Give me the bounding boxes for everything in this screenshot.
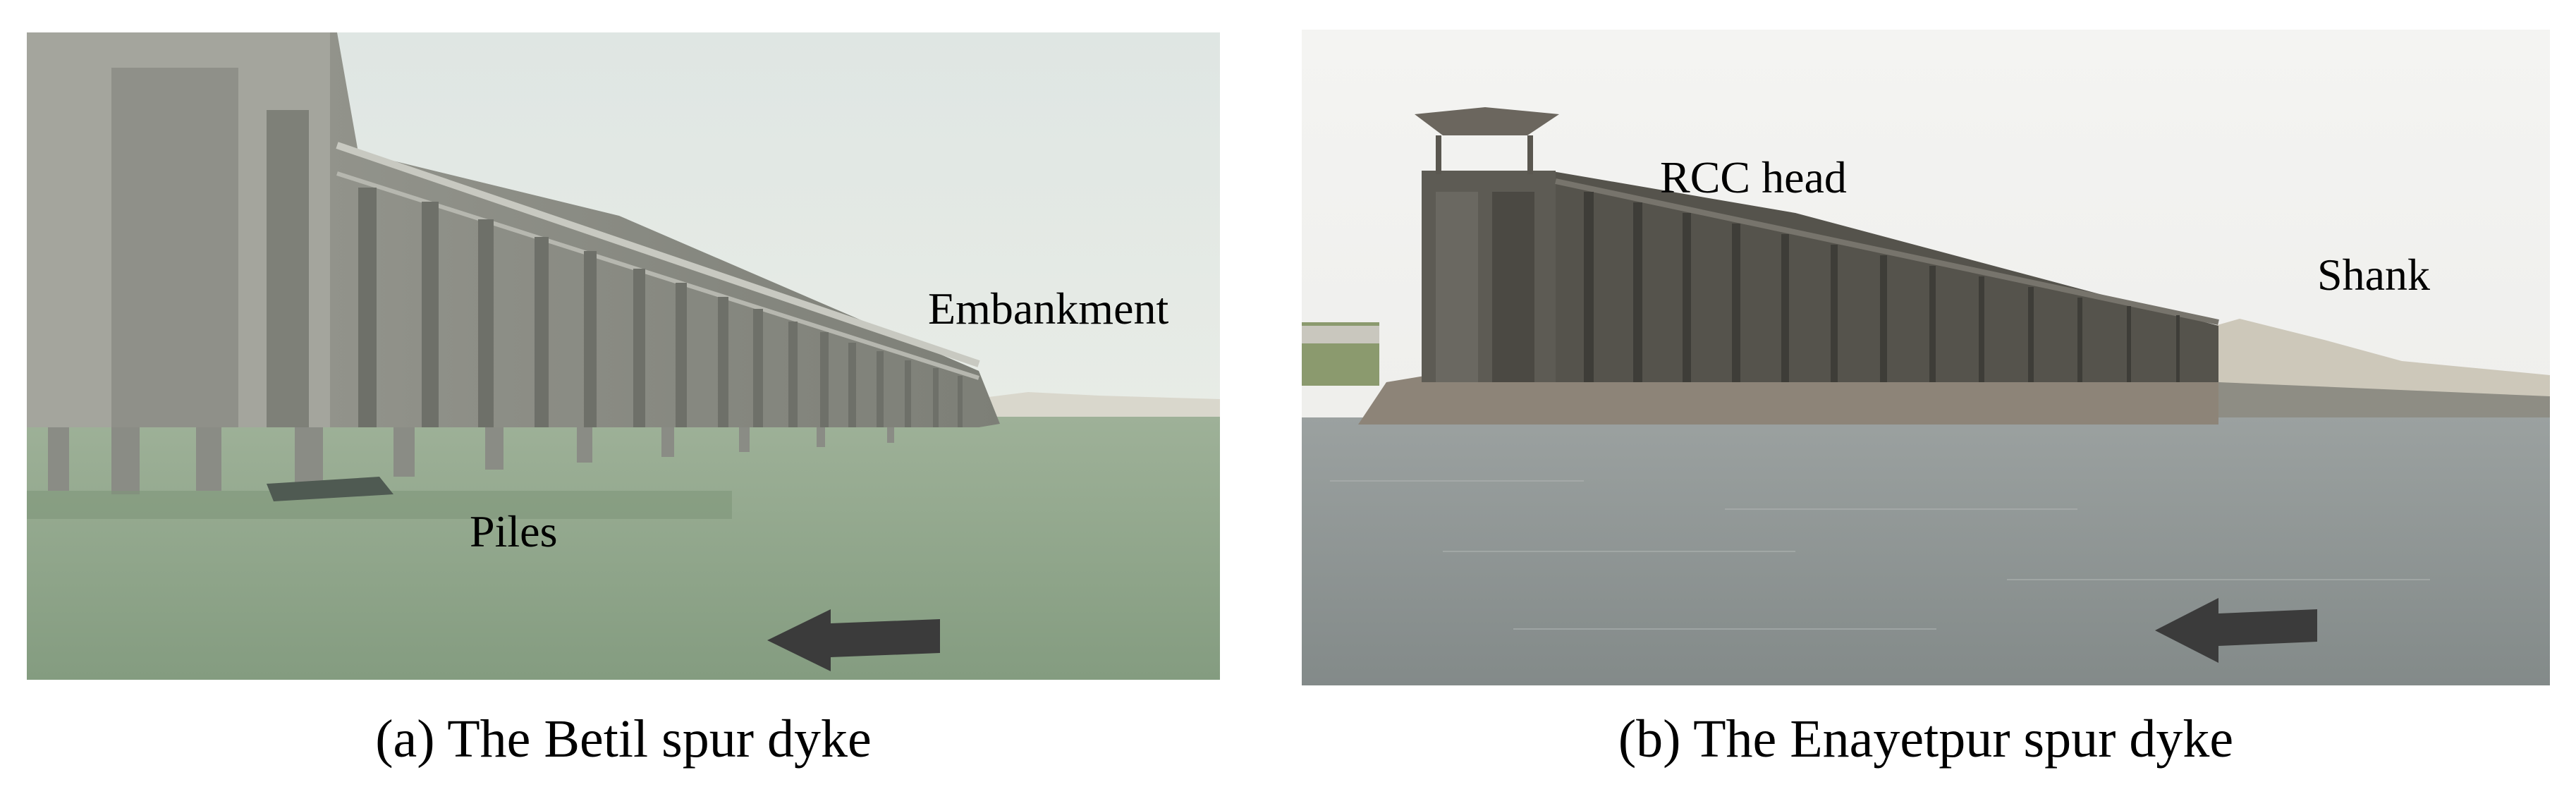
label-rcc-head: RCC head — [1660, 152, 1847, 202]
label-shank: Shank — [2317, 250, 2430, 300]
flow-arrow-icon — [2155, 598, 2317, 663]
flow-arrow-icon — [767, 609, 940, 671]
photo-panel-enayetpur: RCC head Shank — [1302, 30, 2550, 685]
photo-panel-betil: Embankment Piles — [27, 32, 1220, 680]
betil-spur-dyke-photo — [27, 32, 1220, 680]
caption-panel-a: (a) The Betil spur dyke — [375, 709, 872, 769]
caption-panel-b: (b) The Enayetpur spur dyke — [1618, 709, 2234, 769]
label-embankment: Embankment — [928, 283, 1169, 334]
label-piles: Piles — [470, 506, 558, 556]
enayetpur-spur-dyke-photo — [1302, 30, 2550, 685]
